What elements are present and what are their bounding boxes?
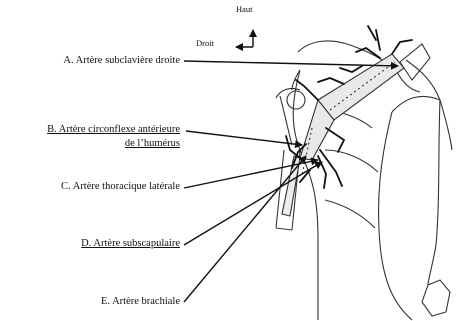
label-a: A. Artère subclavière droite <box>6 55 180 67</box>
orientation-compass <box>236 30 253 47</box>
label-d: D. Artère subscapulaire <box>6 238 180 250</box>
label-b-line2: de l’humérus <box>6 138 180 150</box>
label-e: E. Artère brachiale <box>6 296 180 308</box>
label-c: C. Artère thoracique latérale <box>6 181 180 193</box>
leader-d <box>184 162 322 245</box>
orientation-right-label: Droit <box>196 38 214 48</box>
leader-b <box>186 131 302 145</box>
orientation-top-label: Haut <box>236 4 253 14</box>
leader-a <box>184 61 398 66</box>
label-b-line1: B. Artère circonflexe antérieure <box>6 124 180 136</box>
artery-band <box>282 54 404 216</box>
